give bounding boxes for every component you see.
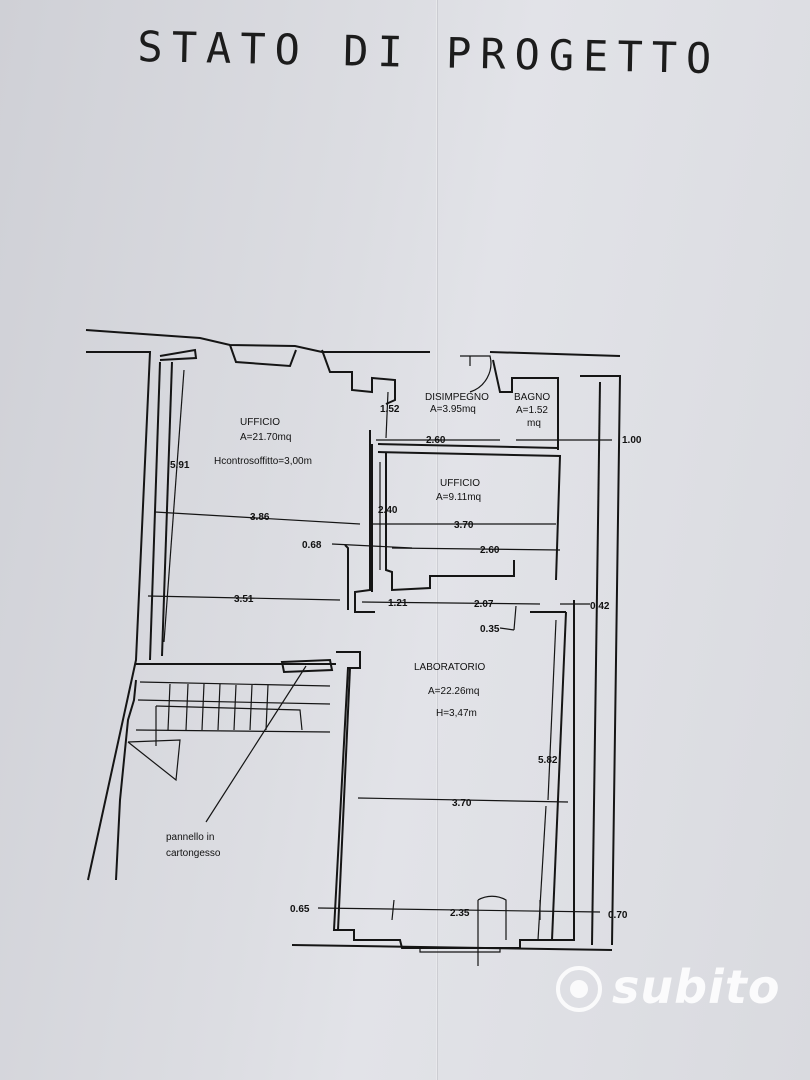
subito-watermark: subito (556, 960, 786, 1020)
room-name-ufficio-2: UFFICIO (440, 478, 480, 489)
note-line-1: pannello in (166, 832, 214, 843)
room-unit-bagno: mq (527, 418, 541, 429)
subito-logo-icon (556, 966, 602, 1012)
dim-2-40: 2.40 (378, 505, 398, 516)
dim-3-70-bottom: 3.70 (452, 798, 472, 809)
dim-0-70: 0.70 (608, 910, 628, 921)
staircase (127, 681, 331, 782)
dim-0-68: 0.68 (302, 540, 322, 551)
room-name-ufficio-1: UFFICIO (240, 417, 280, 428)
dimension-lines (147, 369, 612, 941)
room-name-bagno: BAGNO (514, 392, 550, 403)
room-height-ufficio-1: Hcontrosoffitto=3,00m (214, 456, 312, 467)
note-line-2: cartongesso (166, 848, 221, 859)
room-name-disimpegno: DISIMPEGNO (425, 392, 489, 403)
dim-1-00: 1.00 (622, 435, 642, 446)
dim-3-70-top: 3.70 (454, 520, 474, 531)
dim-2-60-top: 2.60 (426, 435, 446, 446)
room-area-disimpegno: A=3.95mq (430, 404, 476, 415)
room-area-laboratorio: A=22.26mq (428, 686, 479, 697)
dim-3-51: 3.51 (234, 594, 254, 605)
room-height-laboratorio: H=3,47m (436, 708, 477, 719)
room-area-ufficio-1: A=21.70mq (240, 432, 291, 443)
dim-2-35: 2.35 (450, 908, 470, 919)
room-name-laboratorio: LABORATORIO (414, 662, 486, 673)
dim-0-35: 0.35 (480, 624, 500, 635)
dim-0-42: 0.42 (590, 601, 610, 612)
doors (419, 355, 507, 966)
watermark-text: subito (612, 960, 781, 1014)
exterior-walls (85, 329, 622, 951)
dim-3-86: 3.86 (250, 512, 270, 523)
dim-2-60-mid: 2.60 (480, 545, 500, 556)
dim-5-82: 5.82 (538, 755, 558, 766)
dim-0-65: 0.65 (290, 904, 310, 915)
room-area-ufficio-2: A=9.11mq (436, 492, 481, 503)
dim-5-91: 5.91 (170, 460, 190, 471)
room-area-bagno: A=1.52 (516, 405, 548, 416)
dim-1-21: 1.21 (388, 598, 408, 609)
dim-1-52: 1.52 (380, 404, 400, 415)
dim-2-07: 2.07 (474, 599, 494, 610)
paper-fold (436, 0, 438, 1080)
